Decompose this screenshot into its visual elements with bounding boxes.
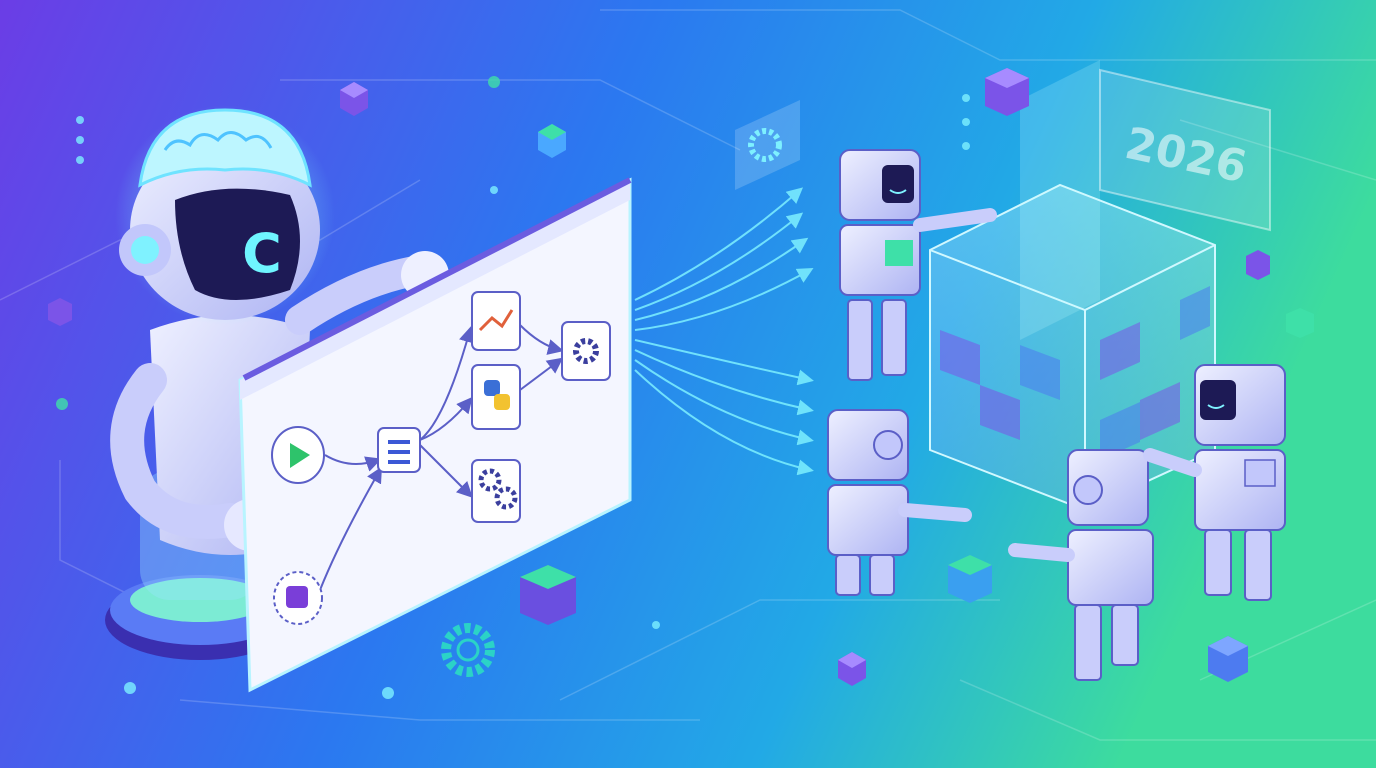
worker-robot bbox=[1143, 364, 1286, 601]
glass-cube bbox=[929, 60, 1216, 512]
gear-icon bbox=[735, 100, 800, 190]
data-streams bbox=[634, 187, 814, 476]
python-icon bbox=[471, 364, 521, 430]
gear-icon bbox=[561, 321, 611, 381]
worker-robot bbox=[1008, 449, 1154, 681]
circuit-lines bbox=[0, 9, 1376, 741]
workflow-panel bbox=[238, 177, 632, 693]
decorative-dots bbox=[56, 76, 970, 699]
gear-icon bbox=[471, 459, 521, 523]
worker-robot bbox=[839, 149, 997, 381]
list-icon bbox=[377, 427, 421, 473]
chart-icon bbox=[471, 291, 521, 351]
floating-cubes bbox=[48, 68, 1314, 686]
gear-icon bbox=[441, 623, 495, 677]
help-icon bbox=[273, 571, 323, 625]
flow-links bbox=[319, 324, 564, 591]
play-icon bbox=[271, 426, 325, 484]
worker-robot bbox=[827, 409, 972, 596]
brain-letter: C bbox=[242, 222, 282, 285]
year-badge: 2026 bbox=[1099, 68, 1271, 232]
